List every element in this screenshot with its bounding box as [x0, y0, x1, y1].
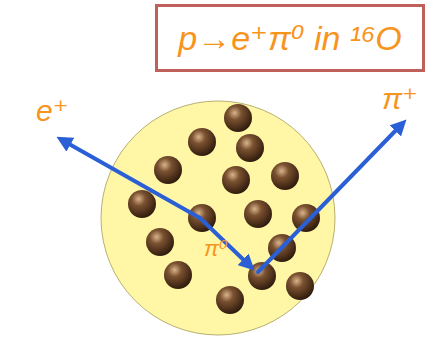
particle-label: e⁺ [36, 96, 69, 126]
nucleus [101, 101, 335, 335]
particle-label: π⁰ [204, 238, 228, 260]
particle-label: π⁺ [382, 84, 418, 114]
title-box: p→e⁺π⁰ in ¹⁶O [155, 4, 425, 72]
particle-tracks [62, 124, 402, 272]
title-text: p→e⁺π⁰ in ¹⁶O [178, 18, 401, 58]
nucleons [128, 104, 320, 314]
